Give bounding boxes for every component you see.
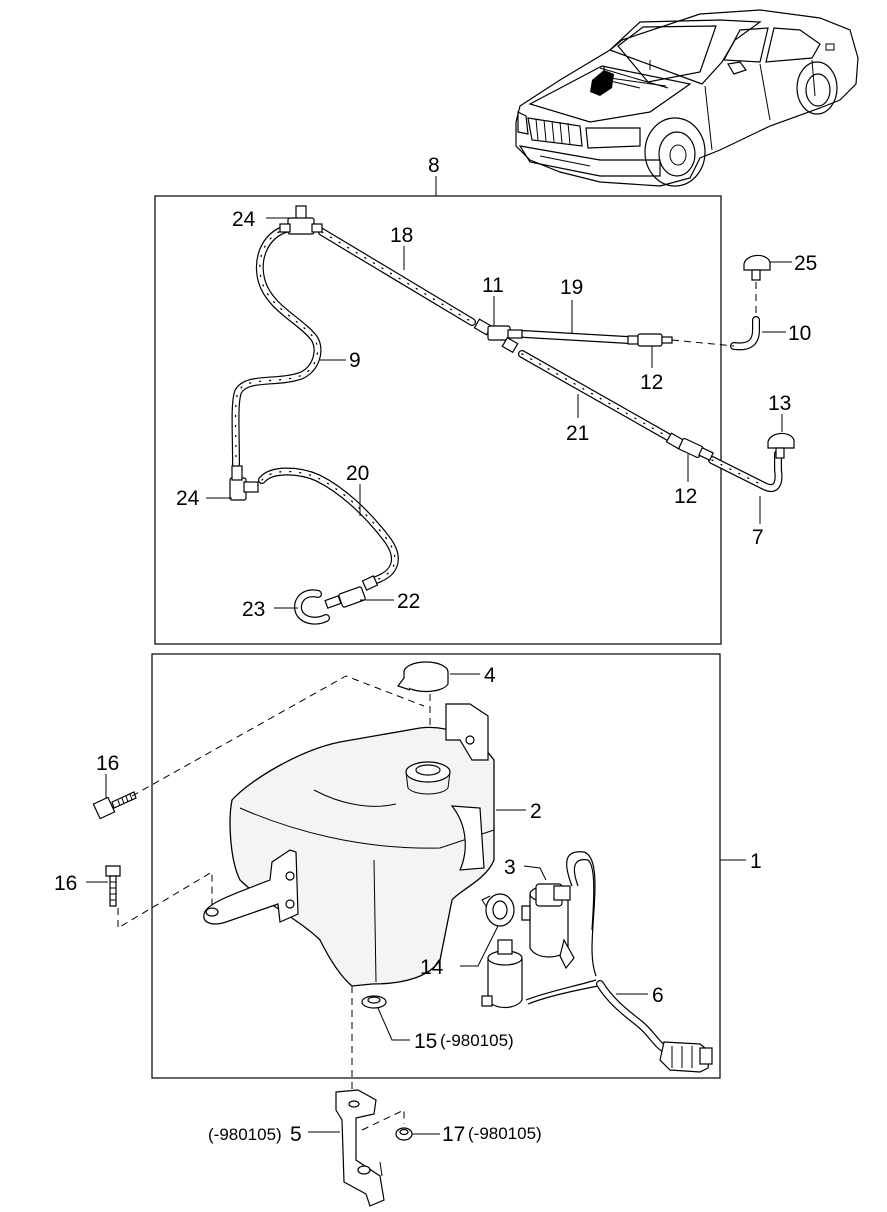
connector-24-bottom: [229, 465, 259, 501]
callout-20: 20: [346, 462, 369, 485]
callout-24-top: 24: [232, 208, 256, 231]
callout-4: 4: [484, 664, 496, 687]
bolt-16-lower: [105, 865, 121, 907]
callout-6: 6: [652, 984, 664, 1007]
hose-20: [258, 467, 399, 584]
joint-11: [473, 318, 523, 354]
hose-21: [518, 350, 674, 442]
callout-12-upper: 12: [640, 371, 663, 394]
reservoir-assembly-frame: [151, 653, 721, 1079]
nozzle-13: [767, 432, 795, 459]
callout-23: 23: [242, 598, 265, 621]
bolt-16-upper: [92, 791, 137, 820]
callout-13: 13: [768, 392, 791, 415]
callout-22: 22: [397, 590, 420, 613]
grommet-14: [481, 893, 515, 927]
callout-15-note: (-980105): [440, 1031, 514, 1050]
reservoir-tank-2: [203, 703, 495, 987]
callout-16-upper: 16: [96, 752, 119, 775]
cap-4: [397, 661, 449, 693]
callout-5-note: (-980105): [208, 1125, 282, 1144]
bracket-5: [335, 1089, 385, 1207]
callout-15: 15: [414, 1030, 437, 1053]
hose-10: [730, 316, 760, 351]
connector-24-top: [279, 205, 323, 235]
callout-24-bottom: 24: [176, 487, 200, 510]
check-valve-12-upper: [627, 333, 673, 347]
second-pump: [481, 939, 523, 1009]
grommet-15: [361, 995, 387, 1009]
callout-2: 2: [530, 800, 542, 823]
callout-11: 11: [482, 274, 504, 297]
hose-19: [520, 330, 632, 344]
callout-10: 10: [788, 322, 811, 345]
callout-25: 25: [794, 252, 817, 275]
hose-18: [318, 228, 476, 326]
reservoir-assembly-box: 1 4 2: [117, 653, 762, 1079]
callout-5: 5: [290, 1123, 302, 1146]
hose-23: [294, 589, 330, 625]
hose-9: [231, 224, 322, 468]
callout-7: 7: [752, 526, 764, 549]
pump-3: [521, 883, 575, 970]
callout-16-lower: 16: [54, 872, 77, 895]
wiring-harness-6: [525, 851, 713, 1073]
callout-9: 9: [349, 349, 361, 372]
callout-18: 18: [390, 224, 413, 247]
car-illustration: [515, 9, 859, 187]
nozzle-25: [743, 254, 771, 318]
callout-21: 21: [566, 422, 589, 445]
hose-assembly-box: 8: [154, 154, 817, 645]
callout-14: 14: [420, 956, 444, 979]
callout-19: 19: [560, 276, 583, 299]
hose-7: [708, 450, 783, 492]
callout-3: 3: [504, 856, 516, 879]
nut-17: [395, 1127, 413, 1141]
check-valve-12-lower: [665, 432, 714, 461]
callout-8: 8: [428, 154, 440, 177]
hose-assembly-frame: [154, 195, 722, 645]
callout-12-lower: 12: [674, 485, 697, 508]
callout-17: 17: [442, 1123, 465, 1146]
connector-22: [324, 575, 379, 609]
callout-1: 1: [750, 850, 762, 873]
callout-17-note: (-980105): [468, 1124, 542, 1143]
